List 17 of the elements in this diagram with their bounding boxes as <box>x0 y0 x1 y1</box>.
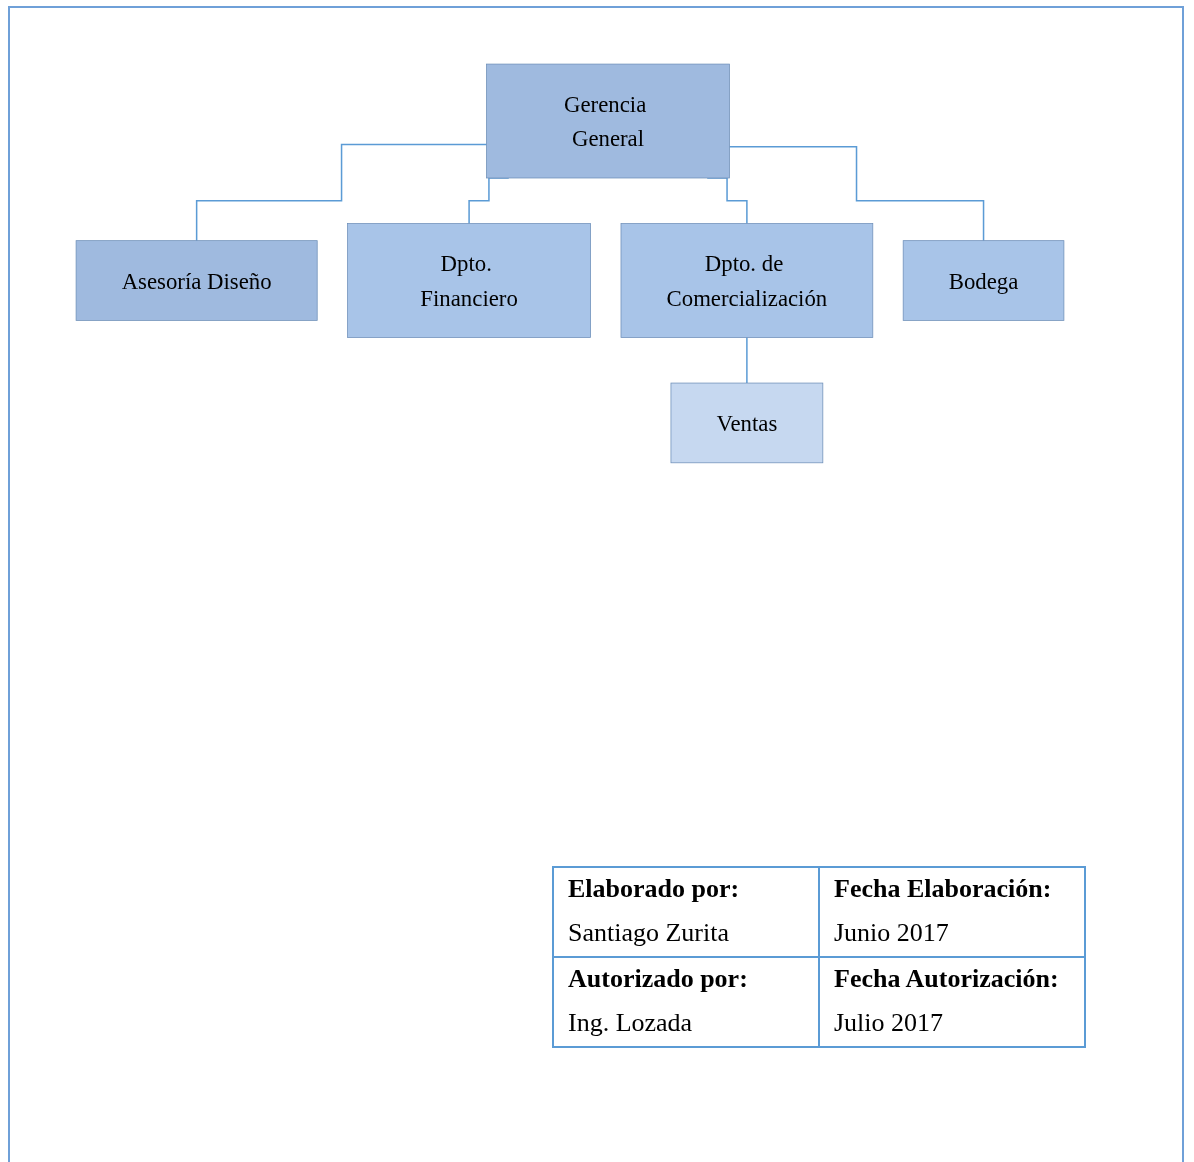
node-box: Ventas <box>670 382 824 464</box>
field-value: Santiago Zurita <box>567 917 730 949</box>
connector <box>728 146 985 242</box>
field-heading: Fecha Autorización: <box>833 963 1060 995</box>
field-value: Junio 2017 <box>833 917 950 949</box>
field-value: Ing. Lozada <box>567 1007 694 1039</box>
node-box: Bodega <box>902 240 1065 321</box>
field-heading: Fecha Elaboración: <box>833 873 1053 905</box>
field-heading: Autorizado por: <box>567 963 749 995</box>
node-box: Dpto. Financiero <box>347 223 591 338</box>
field-value: Julio 2017 <box>833 1007 945 1039</box>
field-heading: Elaborado por: <box>567 873 741 905</box>
node-box: Asesoría Diseño <box>75 240 318 321</box>
node-box: Dpto. de Comercialización <box>620 223 874 338</box>
connector <box>746 336 748 384</box>
connector <box>195 143 488 242</box>
node-box: Gerencia General <box>486 63 730 179</box>
